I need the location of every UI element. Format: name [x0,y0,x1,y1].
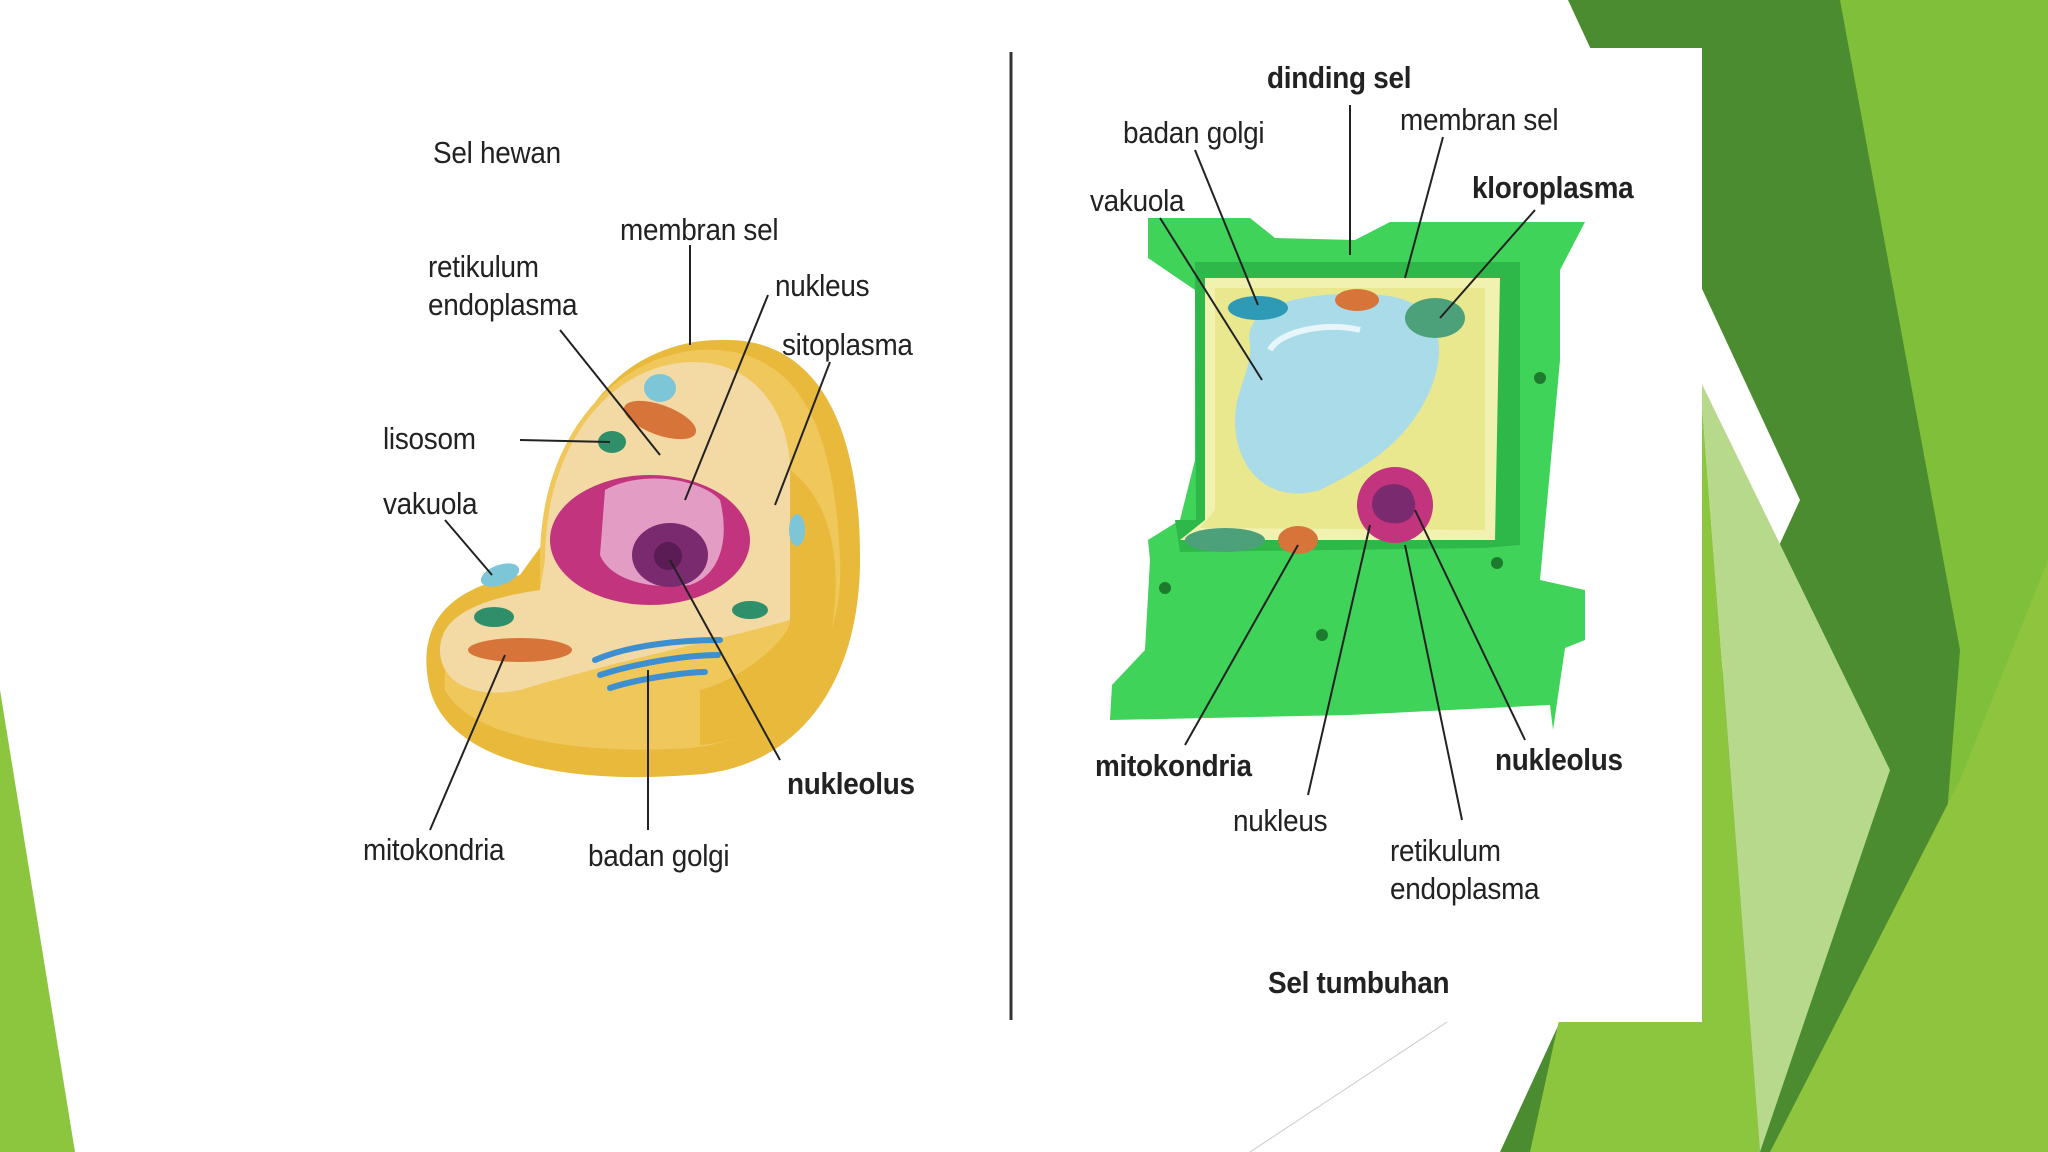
label-plant-dinding-sel: dinding sel [1267,60,1412,95]
animal-cell-drawing [426,339,860,778]
label-animal-retikulum-endoplasma: retikulum endoplasma [428,249,578,322]
label-plant-mitokondria: mitokondria [1095,748,1252,783]
label-plant-membran-sel: membran sel [1400,102,1559,137]
right-green-pale [1700,380,1890,1152]
label-animal-mitokondria: mitokondria [363,832,505,867]
left-green-strip [0,690,75,1152]
right-green-bright [1770,560,2048,1152]
animal-cell-title: Sel hewan [433,135,561,170]
label-animal-nukleolus: nukleolus [787,766,915,801]
label-plant-badan-golgi: badan golgi [1123,115,1265,150]
animal-leader-lines [429,245,831,831]
label-plant-vakuola: vakuola [1090,183,1185,218]
label-animal-lisosom: lisosom [383,421,476,456]
plant-leader-lines [1159,105,1536,821]
label-plant-nukleolus: nukleolus [1495,742,1623,777]
label-plant-retikulum-endoplasma: retikulum endoplasma [1390,833,1540,906]
plant-cell-drawing [1110,218,1585,730]
label-animal-vakuola: vakuola [383,486,478,521]
label-animal-sitoplasma: sitoplasma [782,327,913,362]
label-animal-nukleus: nukleus [775,268,870,303]
label-animal-badan-golgi: badan golgi [588,838,730,873]
label-plant-nukleus: nukleus [1233,803,1328,838]
label-plant-kloroplasma: kloroplasma [1472,170,1634,205]
plant-cell-title: Sel tumbuhan [1268,965,1450,1000]
label-animal-membran-sel: membran sel [620,212,779,247]
